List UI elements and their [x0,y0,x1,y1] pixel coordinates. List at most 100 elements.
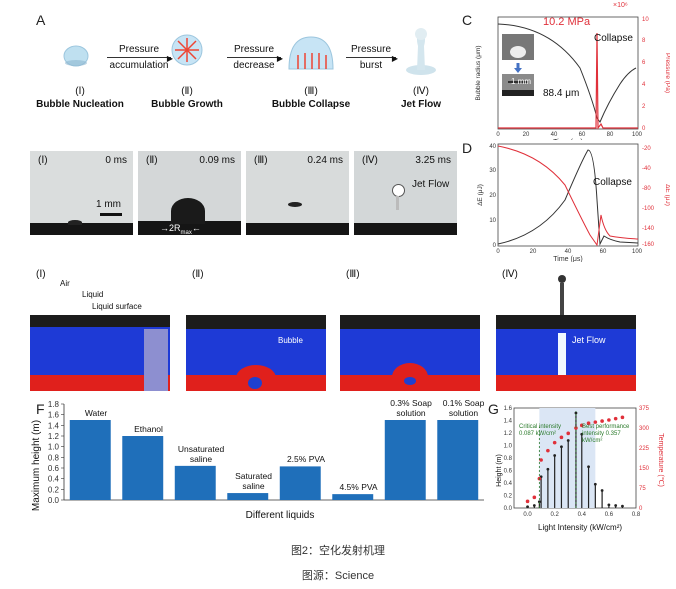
chart-f-ytick: 0.0 [48,496,60,505]
chart-g-height-point [560,445,563,449]
chart-f-bar [384,420,426,500]
chart-g-critical-label: Critical intensity 0.087 kW/cm² [519,424,562,437]
svg-text:Pressure (Pa): Pressure (Pa) [664,53,670,93]
chart-f-category-label: 0.1% Soap solution [442,398,485,418]
stage-3-label: Bubble Collapse [271,99,351,110]
sim-e1-num: (Ⅰ) [36,269,46,280]
chart-g-height-point [566,439,570,442]
svg-text:-40: -40 [642,166,651,172]
chart-f-bar [437,420,479,500]
chart-f-ytick: 0.2 [48,485,60,494]
photo-b2: (Ⅱ) 0.09 ms →2Rmax← [138,151,241,235]
chart-g-temperature-point [532,495,537,500]
chart-f-category-label: Saturated saline [235,471,272,492]
arrow-1-bottom-label: accumulation [109,60,169,71]
chart-f-ytick: 1.6 [48,411,60,420]
stage-3-bubble-icon [286,33,336,73]
svg-text:100: 100 [632,132,643,138]
chart-g-y2tick: 300 [639,426,650,432]
svg-text:10: 10 [489,218,496,224]
svg-text:8: 8 [642,38,646,44]
svg-text:Time (μs): Time (μs) [553,139,582,140]
chart-g-height-point [607,503,611,507]
chart-f-ytick: 1.2 [48,432,60,441]
chart-g-ytick: 0.6 [504,469,513,475]
svg-text:40: 40 [489,144,496,150]
chart-f: 0.00.20.40.60.81.01.21.41.61.8 [48,400,484,505]
chart-f-xlabel: Different liquids [245,510,315,521]
photo-b2-annot: →2Rmax← [160,223,201,235]
stage-1-label: Bubble Nucleation [36,99,124,110]
panel-d-letter: D [462,140,473,156]
chart-f-ytick: 1.4 [48,421,60,430]
chart-g-best-label: Best performance intensity 0.357 kW/cm² [582,424,630,444]
stage-4-num: (Ⅳ) [413,86,429,97]
chart-g-temperature-point [566,431,571,436]
svg-text:0: 0 [496,249,500,255]
chart-g-temperature-point [607,418,611,422]
svg-text:6: 6 [642,60,646,66]
chart-g-height-point [593,482,597,486]
chart-d-collapse-label: Collapse [593,177,632,188]
photo-b4-time: 3.25 ms [415,155,451,166]
chart-g-xtick: 0.4 [578,512,587,518]
chart-c-exponent-label: ×10⁶ [613,2,628,9]
chart-c-collapse-label: Collapse [594,33,633,44]
chart-f-ylabel: Maximum height (m) [31,419,43,511]
sim-e2-num: (Ⅱ) [192,269,204,280]
arrow-3-top-label: Pressure [350,44,391,55]
chart-f-bar [279,466,321,500]
photo-b1-scale-label: 1 mm [96,199,121,210]
sim-e1-air: Air [60,279,70,288]
stage-1-bubble-icon [61,45,91,67]
chart-f-ytick: 0.4 [48,475,60,484]
photo-b4: (Ⅳ) 3.25 ms Jet Flow [354,151,457,235]
sim-e2-scale-label: 0.5 cm [290,307,315,316]
panel-f-letter: F [36,401,45,417]
chart-g-height-point [546,467,550,471]
source-caption: 图源：Science [301,570,375,582]
chart-f-ytick: 1.8 [48,400,60,409]
svg-text:20: 20 [530,249,537,255]
chart-g-y2tick: 0 [639,506,643,512]
svg-text:0: 0 [496,132,500,138]
chart-g-y2label: Temperature (℃) [657,433,665,487]
chart-g-temperature-point [600,419,604,423]
stage-2-label: Bubble Growth [151,99,223,110]
chart-g-temperature-point [559,435,564,440]
chart-g-height-point [532,504,536,507]
chart-f-category-label: Ethanol [134,424,163,434]
chart-g-temperature-point [525,499,530,504]
chart-f-bar [174,465,216,500]
arrow-3: Pressure ▶ burst [342,44,400,71]
chart-c-peak-label: 10.2 MPa [543,16,591,28]
chart-g-temperature-point [620,415,625,420]
photo-b1-scale-bar [100,213,122,216]
svg-text:100: 100 [632,249,643,255]
photo-b1-num: (Ⅰ) [38,155,48,166]
chart-g-temperature-point [539,458,543,462]
sim-e4-num: (Ⅳ) [502,269,518,280]
chart-g-height-point [553,454,557,457]
photo-b1: (Ⅰ) 0 ms 1 mm [30,151,133,235]
chart-g-ytick: 0.8 [504,456,513,462]
svg-text:-140: -140 [642,226,655,232]
chart-g-ytick: 1.6 [504,406,513,412]
figure-caption: 图2：空化发射机理 [290,545,386,557]
chart-f-bar [332,494,374,500]
chart-g-height-point [574,411,578,415]
chart-g-temperature-point [613,416,618,421]
svg-text:60: 60 [600,249,607,255]
chart-g-temperature-point [552,440,557,445]
svg-text:Time (μs): Time (μs) [553,256,582,262]
chart-g-ylabel: Height (m) [495,453,503,487]
sim-e3-num: (Ⅲ) [346,269,360,280]
svg-text:ΔE (μJ): ΔE (μJ) [664,184,670,206]
chart-f-category-label: Water [84,408,108,418]
photo-b3-time: 0.24 ms [307,155,343,166]
svg-text:60: 60 [579,132,586,138]
sim-e4: (Ⅳ) Jet Flow [496,263,636,391]
chart-g-height-point [526,505,529,509]
